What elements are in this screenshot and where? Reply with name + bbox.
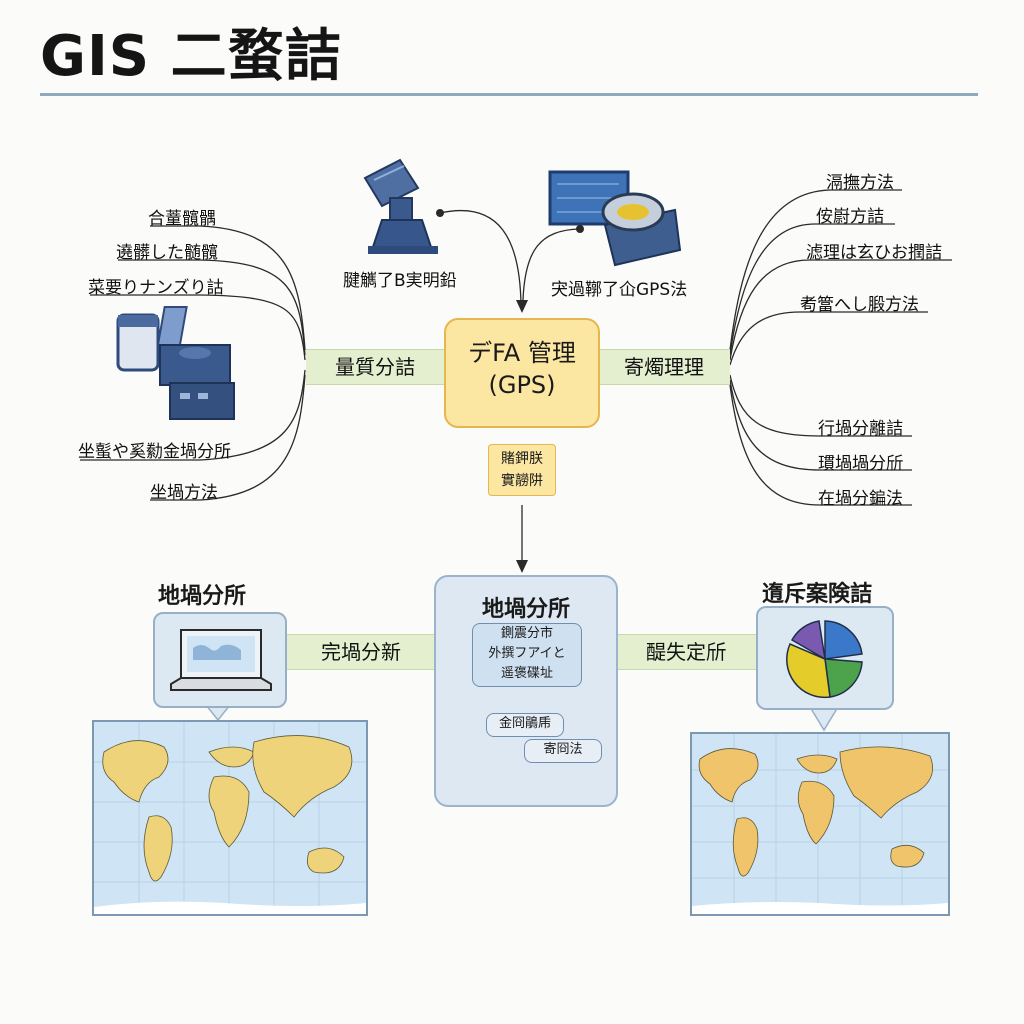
world-map-icon (692, 734, 948, 914)
right-label-5: 行堝分離詰 (818, 419, 903, 439)
right-label-6: 瑻堝堝分斦 (818, 454, 903, 474)
inner-line-1: 鍘震分市 (500, 626, 553, 641)
hub-title: デFA 管理 (468, 339, 576, 367)
left-label-5: 坐堝方法 (150, 483, 218, 503)
right-bottom-band: 醍失定斦 (614, 634, 758, 670)
left-band: 量質分詰 (306, 349, 444, 385)
hub-tag: 賭鉀朕 實髝阱 (488, 444, 556, 496)
right-label-2: 侒嶎方詰 (816, 207, 884, 227)
gps-receiver-label: 宊過鞹了仚GPS法 (551, 280, 688, 300)
center-tag-2: 寄冏法 (524, 739, 602, 763)
center-tag-1: 金冏鵑乕 (486, 713, 564, 737)
right-label-1: 滆撫方法 (826, 173, 894, 193)
hub-box: デFA 管理 (GPS) (444, 318, 600, 428)
satellite-label: 腱觽了B実明鉛 (343, 271, 457, 291)
hub-subtitle: (GPS) (488, 371, 556, 399)
left-label-1: 合蕫髖髃 (148, 209, 216, 229)
hub-tag-line-1: 賭鉀朕 (501, 451, 543, 467)
laptop-icon (169, 624, 273, 702)
left-label-4: 坐蟚や奚勬金堝分所 (78, 442, 231, 462)
left-label-2: 遶髒した髄髖 (116, 243, 218, 263)
pie-chart-icon (786, 620, 863, 699)
title-divider (40, 93, 978, 96)
left-bottom-band: 完堝分新 (286, 634, 436, 670)
left-world-map (92, 720, 368, 916)
right-world-map (690, 732, 950, 916)
laptop-card (153, 612, 287, 708)
right-label-7: 在堝分鍽法 (818, 489, 903, 509)
center-inner-box: 鍘震分市 外撰フアイと 遥褒碟址 (472, 623, 582, 687)
data-collector-icon (110, 305, 245, 425)
inner-line-2: 外撰フアイと (488, 646, 566, 661)
page-title: GIS 二蝥詰 (40, 24, 342, 89)
center-panel-title: 地堝分所 (481, 597, 570, 622)
left-section-title: 地堝分所 (158, 584, 247, 609)
inner-line-3: 遥褒碟址 (500, 666, 553, 681)
right-label-4: 耇簹へし腶方法 (800, 295, 919, 315)
hub-tag-line-2: 實髝阱 (501, 473, 543, 489)
right-label-3: 滤理は玄ひお撋詰 (806, 243, 942, 263)
pie-card (756, 606, 894, 710)
world-map-icon (94, 722, 366, 914)
center-panel: 地堝分所 鍘震分市 外撰フアイと 遥褒碟址 金冏鵑乕 寄冏法 (434, 575, 618, 807)
right-section-title: 遀斥案険詰 (762, 582, 873, 607)
gps-receiver-icon (545, 170, 685, 270)
right-band: 寄燭理理 (598, 349, 730, 385)
satellite-icon (360, 158, 450, 258)
left-label-3: 菜要りナンズり詁 (88, 278, 224, 298)
